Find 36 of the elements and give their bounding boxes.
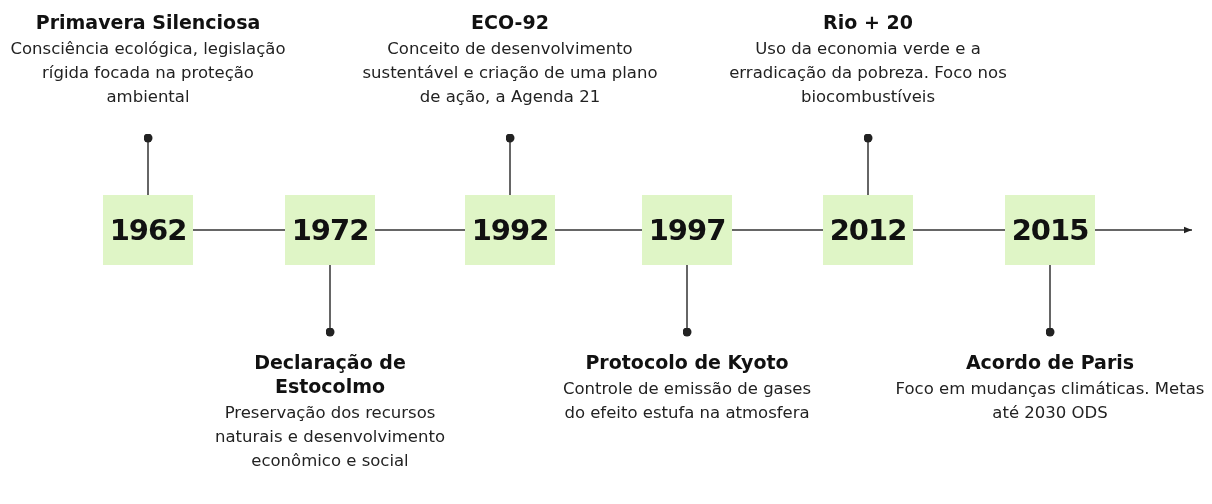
leader-line [682,264,692,337]
event-description: Consciência ecológica, legislação rígida focada na proteção ambiental [9,38,287,108]
timeline-line [731,229,824,231]
leader-line [1045,264,1055,337]
year-label: 2015 [1011,213,1089,247]
timeline-arrow [1094,226,1193,234]
event-description: Preservação dos recursos naturais e desenvolvimento econômico e social [213,402,447,472]
year-label: 1962 [109,213,187,247]
year-label: 1972 [291,213,369,247]
leader-line [325,264,335,337]
timeline-line [192,229,286,231]
event-title: Primavera Silenciosa [35,10,261,34]
event-description: Foco em mudanças climáticas. Metas até 2030 ODS [895,378,1205,424]
event-description: Controle de emissão de gases do efeito estufa na atmosfera [561,378,813,424]
year-box [103,195,193,265]
year-label: 1997 [648,213,726,247]
year-box [1005,195,1095,265]
event-title: Protocolo de Kyoto [585,350,789,374]
year-box [823,195,913,265]
leader-line [505,133,515,196]
leader-line [863,133,873,196]
timeline-line [912,229,1006,231]
year-label: 1992 [471,213,549,247]
year-label: 2012 [829,213,907,247]
event-description: Uso da economia verde e a erradicação da pobreza. Foco nos biocombustíveis [728,38,1008,108]
event-description: Conceito de desenvolvimento sustentável e criação de uma plano de ação, a Agenda 21 [361,38,659,108]
year-box [285,195,375,265]
event-title: Acordo de Paris [965,350,1135,374]
event-title: ECO-92 [471,10,549,34]
timeline-line [374,229,466,231]
year-box [642,195,732,265]
event-title: Rio + 20 [823,10,913,34]
timeline-line [554,229,643,231]
year-box [465,195,555,265]
leader-line [143,133,153,196]
event-title: Declaração de Estocolmo [253,350,407,398]
